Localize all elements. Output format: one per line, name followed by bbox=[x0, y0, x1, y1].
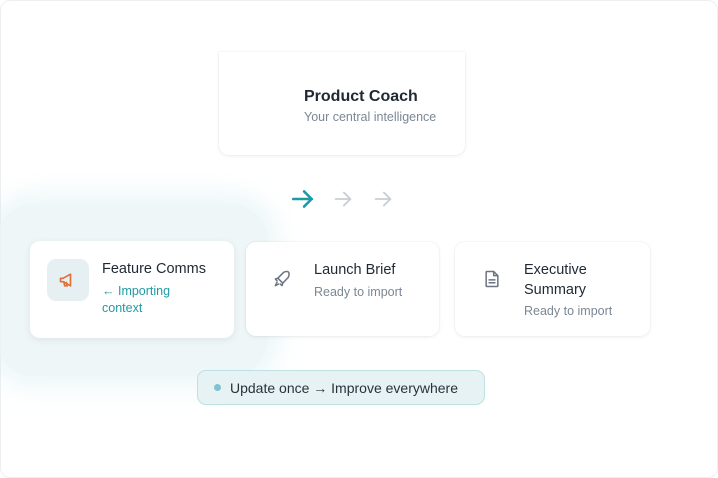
launch-brief-card[interactable]: Launch Brief Ready to import bbox=[246, 242, 439, 336]
megaphone-icon bbox=[47, 259, 89, 301]
arrow-right-icon bbox=[370, 186, 396, 212]
flow-arrows bbox=[290, 186, 400, 212]
launch-brief-status: Ready to import bbox=[314, 285, 403, 299]
status-dot bbox=[214, 384, 221, 391]
feature-comms-card[interactable]: Feature Comms ← Importing context bbox=[30, 241, 234, 338]
product-coach-title: Product Coach bbox=[304, 88, 418, 105]
launch-brief-title: Launch Brief bbox=[314, 262, 396, 278]
arrow-right-icon bbox=[330, 186, 356, 212]
product-coach-card[interactable]: Product Coach Your central intelligence bbox=[219, 52, 465, 155]
document-icon bbox=[481, 268, 503, 290]
executive-summary-title: Executive Summary bbox=[524, 262, 587, 298]
feature-comms-title: Feature Comms bbox=[102, 261, 206, 277]
product-coach-subtitle: Your central intelligence bbox=[304, 110, 437, 124]
executive-summary-status: Ready to import bbox=[524, 304, 613, 318]
update-everywhere-pill: Update once → Improve everywhere bbox=[197, 370, 485, 405]
executive-summary-card[interactable]: Executive Summary Ready to import bbox=[455, 242, 650, 336]
arrow-right-icon bbox=[290, 186, 316, 212]
rocket-icon bbox=[271, 268, 293, 290]
feature-comms-status: ← Importing context bbox=[102, 284, 171, 315]
update-everywhere-text: Update once → Improve everywhere bbox=[230, 379, 458, 396]
